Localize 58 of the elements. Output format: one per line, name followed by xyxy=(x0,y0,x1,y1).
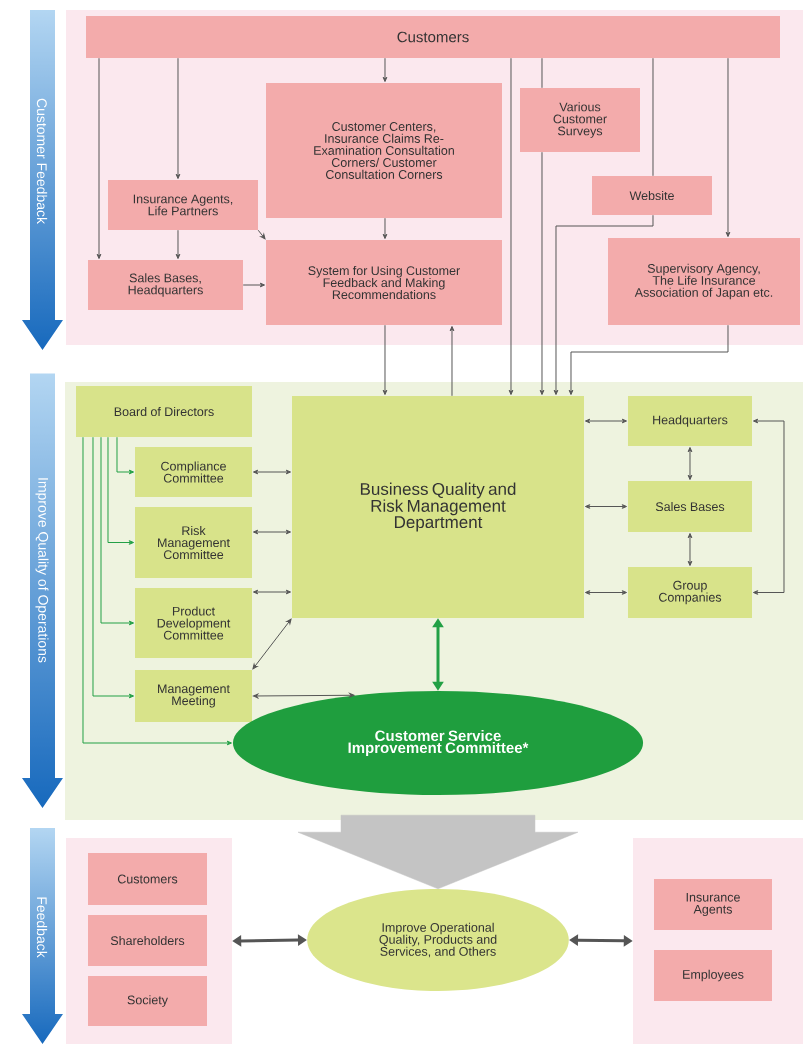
arrow xyxy=(508,57,514,396)
arrow xyxy=(725,57,731,238)
process-box: Sales Bases xyxy=(628,481,752,532)
phase-arrow: Improve Quality of Operations xyxy=(35,478,49,663)
arrow xyxy=(382,57,388,83)
process-box: Various Customer Surveys xyxy=(520,88,640,152)
double-arrow xyxy=(252,692,355,699)
double-arrow xyxy=(252,469,292,475)
double-arrow xyxy=(252,589,292,595)
process-box: Society xyxy=(88,976,207,1026)
process-box: Website xyxy=(592,176,712,215)
process-box: Headquarters xyxy=(628,396,752,446)
double-arrow xyxy=(584,504,628,509)
phase-arrow: Customer Feedback xyxy=(36,98,48,225)
arrow xyxy=(82,436,232,746)
arrow xyxy=(175,57,181,180)
arrow xyxy=(175,229,181,260)
double-arrow xyxy=(252,618,292,670)
process-box: Insurance Agents, Life Partners xyxy=(108,180,258,230)
process-box: Supervisory Agency, The Life Insurance Association of Japan etc. xyxy=(608,238,800,325)
block-arrow xyxy=(297,814,579,890)
connector-line xyxy=(652,57,654,177)
double-arrow xyxy=(584,418,628,424)
process-box: Product Development Committee xyxy=(135,588,252,658)
connector-line xyxy=(541,57,543,89)
process-box: Group Companies xyxy=(628,567,752,618)
arrow xyxy=(96,57,102,260)
arrow xyxy=(568,324,729,396)
arrow xyxy=(449,326,455,397)
phase-arrow: Feedback xyxy=(36,897,48,958)
arrow xyxy=(382,324,388,396)
process-box: Compliance Committee xyxy=(135,447,252,497)
process-box: Shareholders xyxy=(88,915,207,966)
double-arrow xyxy=(752,418,785,595)
double-arrow xyxy=(252,529,292,535)
process-box: Sales Bases, Headquarters xyxy=(88,260,243,310)
arrow xyxy=(107,436,135,545)
department-box: Business Quality and Risk Management Department xyxy=(292,396,584,618)
double-arrow xyxy=(584,590,628,595)
arrow xyxy=(116,436,135,475)
double-arrow xyxy=(687,447,693,481)
arrow xyxy=(539,151,545,396)
process-box: Employees xyxy=(654,950,772,1001)
arrow xyxy=(242,282,266,288)
process-box: Risk Management Committee xyxy=(135,507,252,578)
arrow xyxy=(382,217,388,240)
process-box: System for Using Customer Feedback and Making Recommendations xyxy=(266,240,502,325)
process-box: Board of Directors xyxy=(76,386,252,437)
process-box: Customers xyxy=(88,853,207,905)
process-box: Customer Centers, Insurance Claims Re-Examination Consultation Corners/ Customer Consultation Corners xyxy=(266,83,502,218)
process-box: Customers xyxy=(86,16,780,58)
process-box: Insurance Agents xyxy=(654,879,772,930)
process-box: Management Meeting xyxy=(135,670,252,722)
arrow xyxy=(553,214,654,396)
arrow xyxy=(92,436,135,699)
arrow xyxy=(257,229,266,240)
arrow xyxy=(100,436,135,626)
double-arrow xyxy=(687,533,693,567)
